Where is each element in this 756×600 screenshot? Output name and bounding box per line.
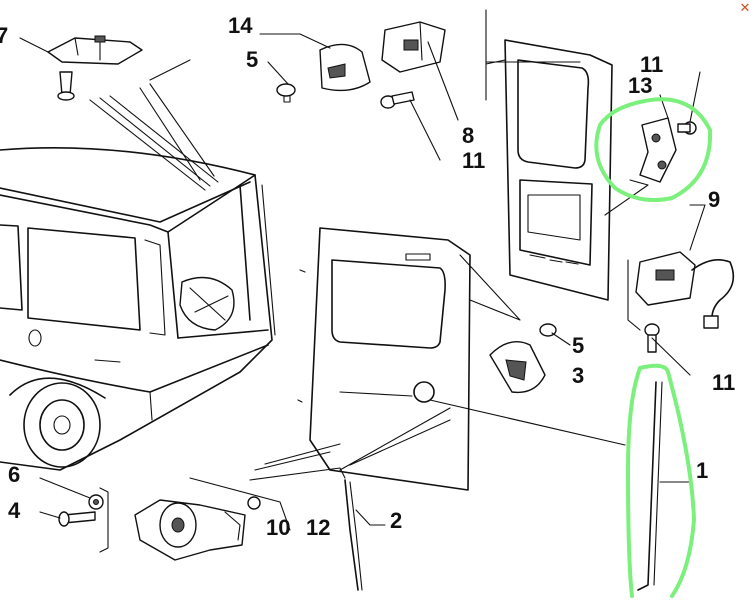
part-2-rod (344, 479, 386, 591)
bracket-lower-left (99, 487, 109, 553)
van-body (0, 146, 276, 471)
part-7-hinge-bracket (19, 35, 143, 101)
label-9: 9 (708, 187, 720, 212)
part-13-striker (639, 94, 677, 183)
part-3-handle-cover (489, 341, 546, 394)
label-5b: 5 (572, 333, 584, 358)
label-11b: 11 (462, 148, 485, 173)
part-11c-screw (644, 323, 691, 376)
part-14-hinge-cover (259, 33, 371, 92)
label-11a: 11 (640, 52, 663, 77)
highlight-part-13 (594, 97, 713, 202)
leader-lines-van (89, 59, 219, 191)
label-3: 3 (572, 363, 584, 388)
label-6: 6 (8, 462, 20, 487)
label-1: 1 (696, 458, 708, 483)
part-11a-screw (677, 71, 701, 135)
part-handle-assembly (134, 499, 246, 561)
label-12: 12 (306, 515, 330, 540)
side-sliding-door (297, 227, 626, 491)
part-8-latch (381, 21, 459, 121)
label-8: 8 (462, 123, 474, 148)
label-11c: 11 (712, 370, 735, 395)
label-7: 7 (0, 23, 8, 48)
leader-13 (604, 179, 649, 216)
part-10-12-clip (189, 443, 346, 531)
label-4: 4 (8, 498, 21, 523)
highlight-part-1 (626, 363, 696, 598)
close-icon[interactable]: ✕ (739, 1, 751, 16)
label-10: 10 (266, 515, 290, 540)
part-4-bolt (39, 511, 96, 527)
part-5b-screw (539, 323, 571, 346)
part-11b-screw (380, 91, 441, 161)
label-5a: 5 (246, 47, 258, 72)
part-1-rod (637, 381, 693, 591)
rear-door-panel (485, 9, 613, 301)
part-6-washer (39, 477, 104, 510)
part-5a-screw (267, 61, 296, 103)
label-13: 13 (628, 73, 652, 98)
part-9-lock-actuator (627, 204, 735, 331)
label-2: 2 (390, 508, 402, 533)
label-14: 14 (228, 13, 253, 38)
callout-labels: 7 14 5 11 13 8 11 9 5 3 11 1 6 4 2 10 12 (0, 13, 735, 540)
